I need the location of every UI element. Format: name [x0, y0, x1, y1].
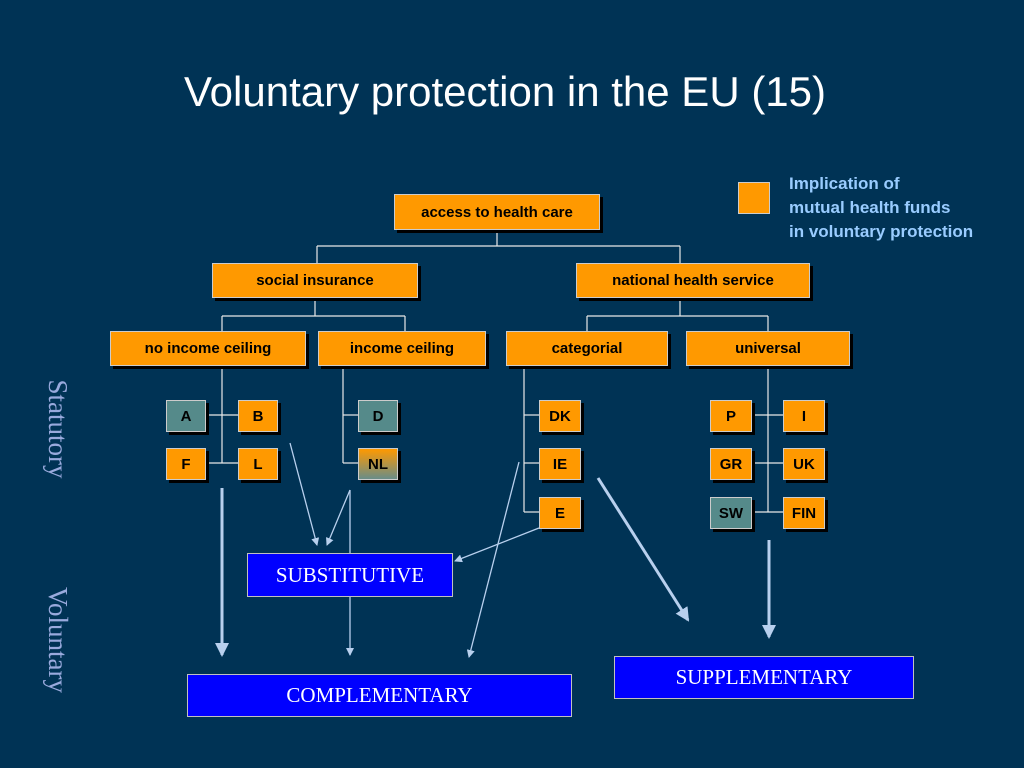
country-uk: UK	[783, 448, 825, 480]
legend-line-3: in voluntary protection	[789, 222, 974, 241]
country-gr: GR	[710, 448, 752, 480]
node-national-health-service: national health service	[576, 263, 810, 298]
country-p: P	[710, 400, 752, 432]
node-categorial: categorial	[506, 331, 668, 366]
legend-line-2: mutual health funds	[789, 198, 951, 217]
page-title: Voluntary protection in the EU (15)	[183, 68, 827, 115]
country-fin: FIN	[783, 497, 825, 529]
country-d: D	[358, 400, 398, 432]
country-e: E	[539, 497, 581, 529]
country-ie: IE	[539, 448, 581, 480]
country-b: B	[238, 400, 278, 432]
country-i: I	[783, 400, 825, 432]
node-no-income-ceiling: no income ceiling	[110, 331, 306, 366]
voluntary-label: Voluntary	[43, 587, 73, 693]
node-social-insurance: social insurance	[212, 263, 418, 298]
country-a: A	[166, 400, 206, 432]
category-supplementary: SUPPLEMENTARY	[614, 656, 914, 699]
country-nl: NL	[358, 448, 398, 480]
statutory-label: Statutory	[43, 379, 73, 479]
country-f: F	[166, 448, 206, 480]
node-universal: universal	[686, 331, 850, 366]
category-substitutive: SUBSTITUTIVE	[247, 553, 453, 597]
country-l: L	[238, 448, 278, 480]
legend-text: Implication of mutual health funds in vo…	[789, 172, 973, 244]
country-dk: DK	[539, 400, 581, 432]
legend-swatch	[738, 182, 770, 214]
legend-line-1: Implication of	[789, 174, 900, 193]
node-access-to-health-care: access to health care	[394, 194, 600, 230]
country-sw: SW	[710, 497, 752, 529]
node-income-ceiling: income ceiling	[318, 331, 486, 366]
category-complementary: COMPLEMENTARY	[187, 674, 572, 717]
